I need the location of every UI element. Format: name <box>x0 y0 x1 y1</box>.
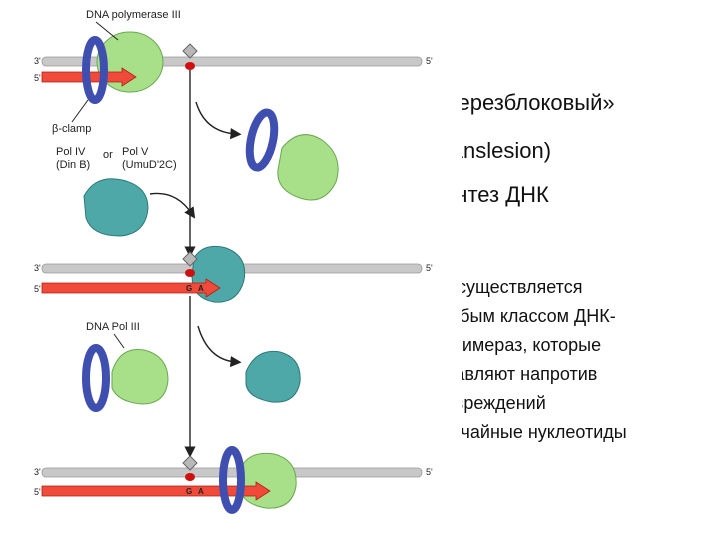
base-a-2: A <box>198 284 204 293</box>
released-pol3 <box>277 134 339 201</box>
description-line-6: случайные нуклеотиды <box>432 422 627 442</box>
label-or: or <box>103 149 113 161</box>
end-5prime-right: 5' <box>426 56 433 66</box>
end-3prime-3: 3' <box>34 467 41 477</box>
end-5prime-right-3: 5' <box>426 467 433 477</box>
description-line-1: осуществляется <box>447 277 583 297</box>
primer-strand-2 <box>41 278 221 298</box>
end-3prime: 3' <box>34 56 41 66</box>
released-clamp <box>245 108 279 172</box>
base-a-3: A <box>198 487 204 496</box>
primer-strand-3 <box>41 481 271 501</box>
stage-3: G A 3' 5' 5' <box>34 446 433 514</box>
label-pol3-top: DNA polymerase III <box>86 9 181 21</box>
incoming-pol3 <box>111 348 169 405</box>
label-pol4-1: Pol IV <box>56 146 86 158</box>
label-pol5-2: (UmuD'2C) <box>122 159 177 171</box>
label-beta-clamp: β-clamp <box>52 123 91 135</box>
tls-diagram: 3' 5' 5' DNA polymerase III β-clamp Pol … <box>34 9 433 514</box>
end-3prime-2: 3' <box>34 263 41 273</box>
end-5prime-2: 5' <box>34 284 41 294</box>
beta-clamp-3 <box>219 446 245 514</box>
description-line-2: особым классом ДНК- <box>430 306 616 326</box>
free-tls-polymerase <box>83 178 149 237</box>
description-line-3: полимераз, которые <box>432 335 602 355</box>
tls-polymerase-bound <box>191 245 246 303</box>
stage-1: 3' 5' 5' DNA polymerase III β-clamp <box>34 9 433 135</box>
label-pol5-1: Pol V <box>122 146 149 158</box>
label-pol4-2: (Din B) <box>56 159 90 171</box>
incoming-clamp <box>82 344 110 412</box>
template-strand-3 <box>41 467 423 478</box>
lesion-dot <box>185 62 195 70</box>
end-5prime-right-2: 5' <box>426 263 433 273</box>
released-tls-polymerase <box>245 350 301 403</box>
base-g-3: G <box>186 487 192 496</box>
flow-arrows <box>149 70 242 458</box>
beta-clamp-ring <box>82 36 108 104</box>
stage-2: G A 3' 5' 5' <box>34 245 433 303</box>
label-pol3-bottom: DNA Pol III <box>86 321 140 333</box>
base-g-2: G <box>186 284 192 293</box>
end-5prime-3: 5' <box>34 487 41 497</box>
end-5prime: 5' <box>34 73 41 83</box>
description-line-4: вставляют напротив <box>428 364 598 384</box>
pol3-bound <box>239 452 297 509</box>
lesion-marker <box>182 43 198 59</box>
